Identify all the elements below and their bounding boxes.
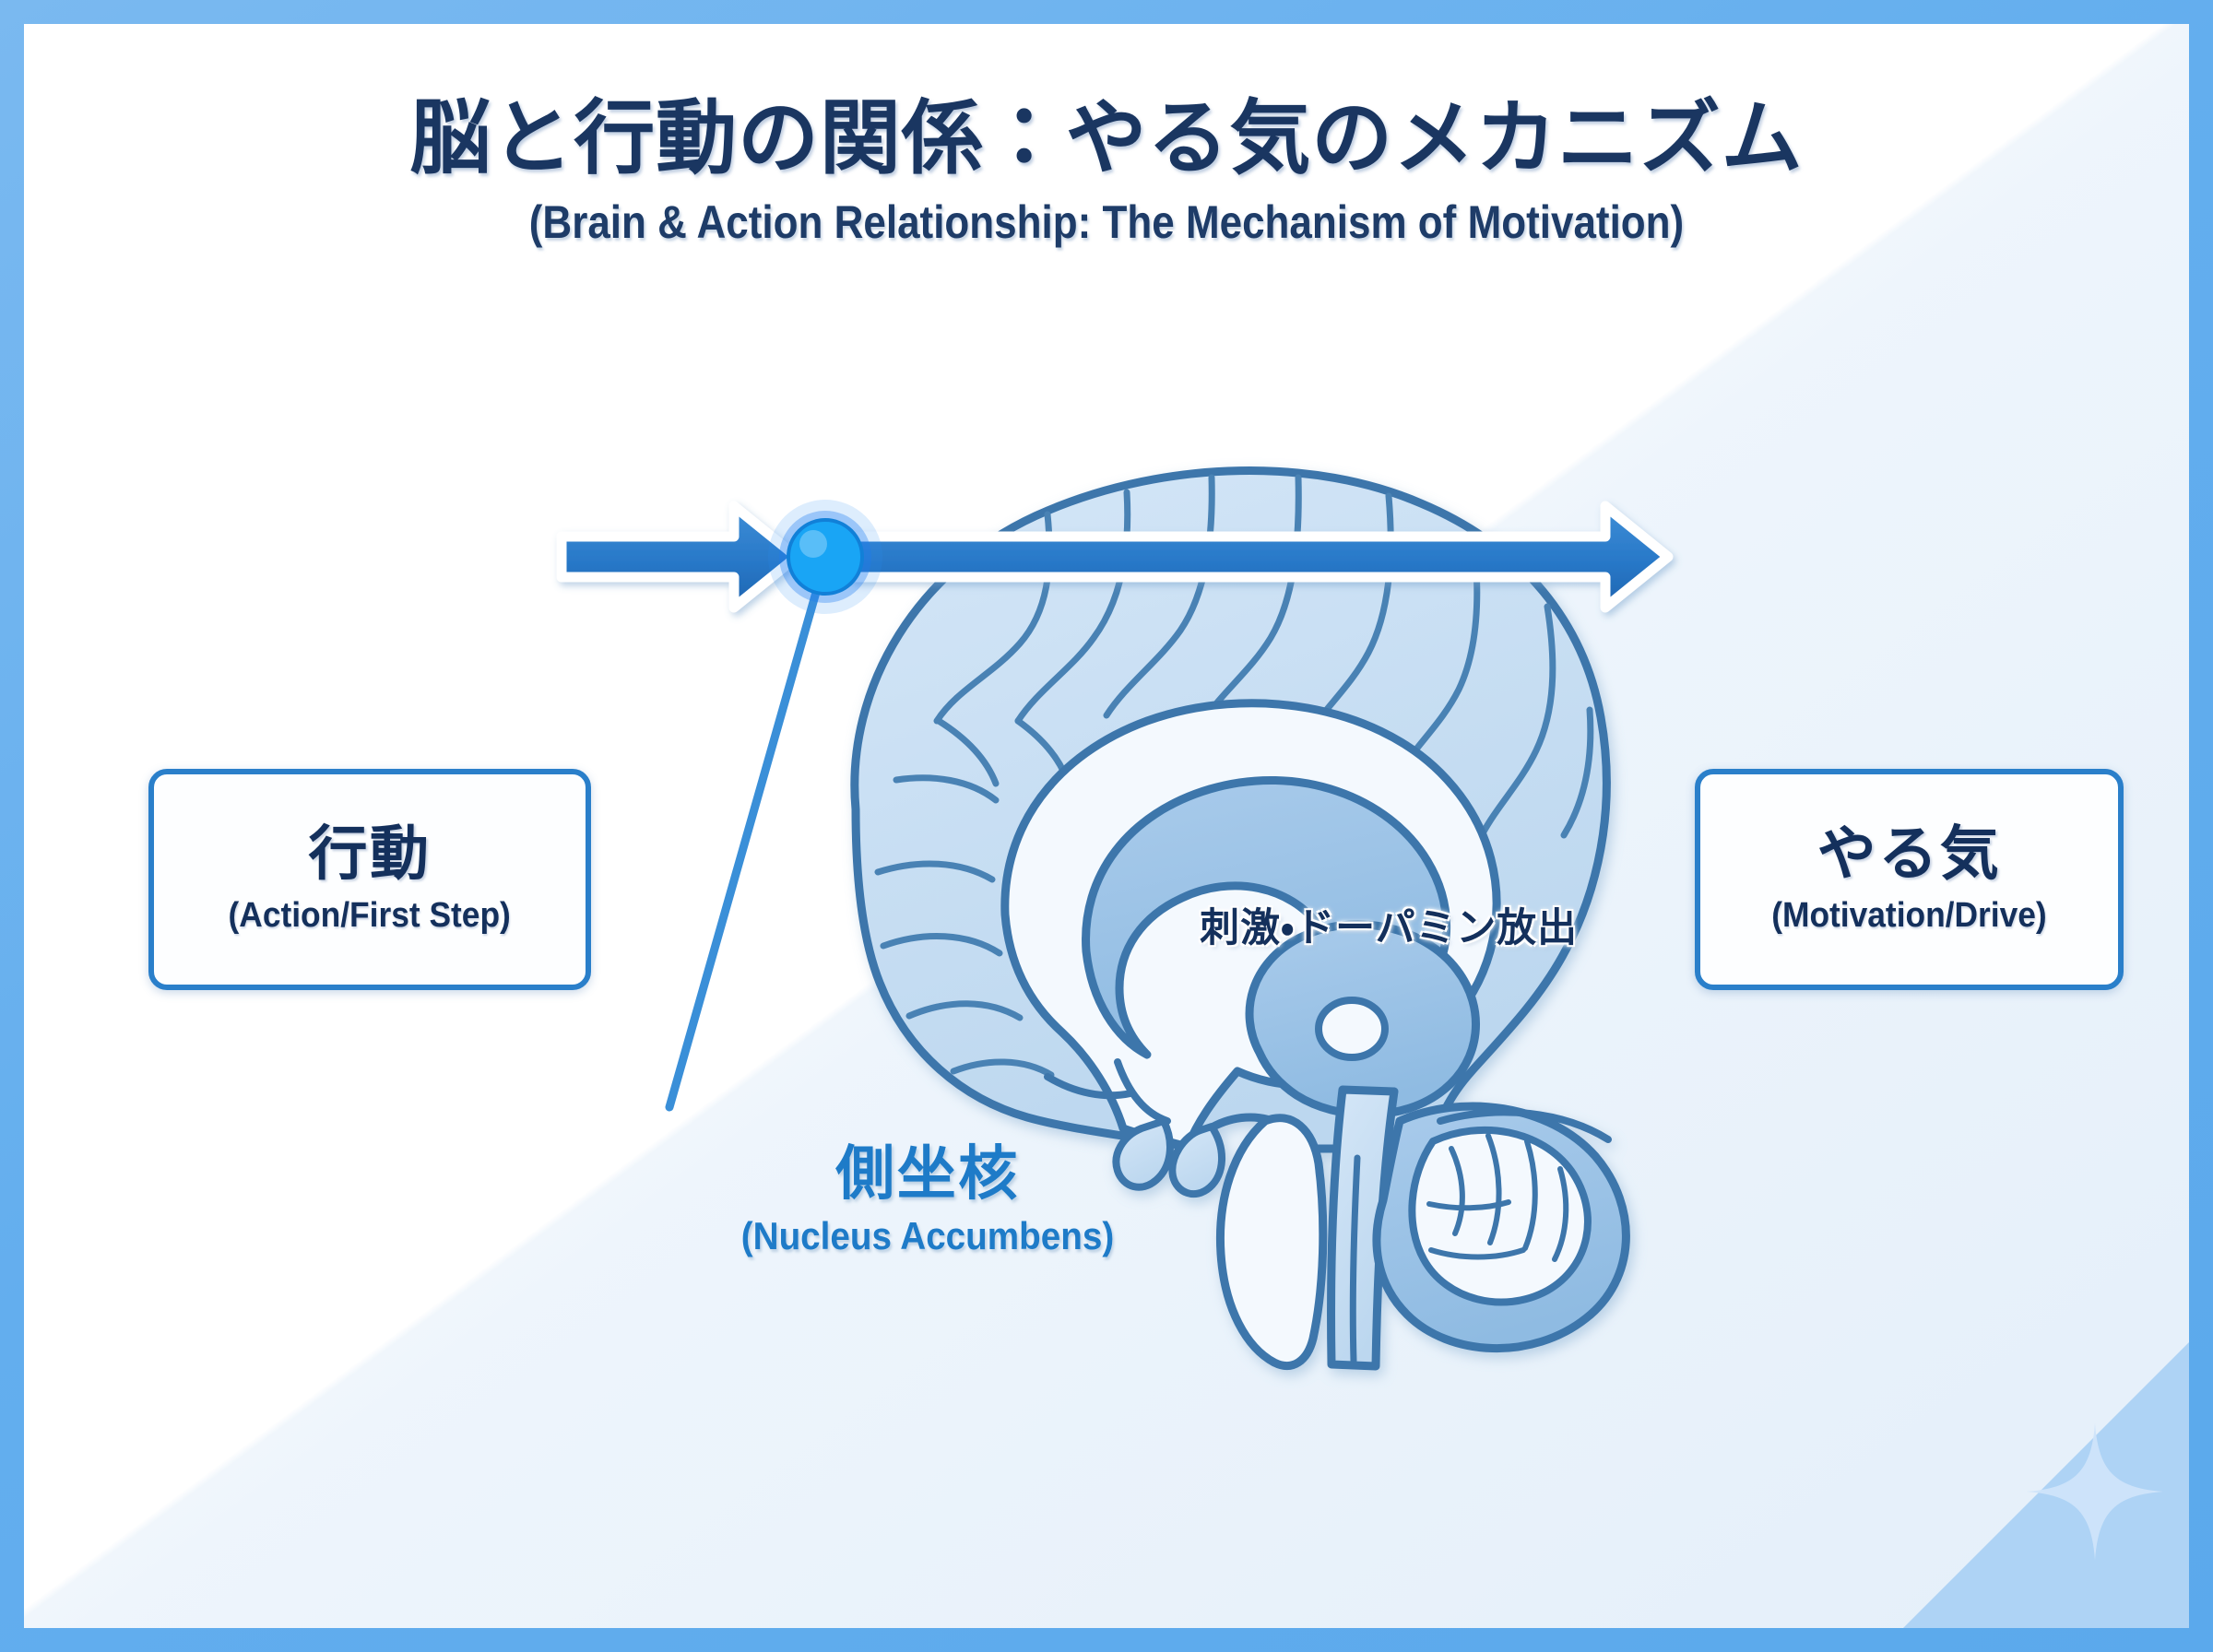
action-label-jp: 行動 bbox=[308, 820, 432, 887]
motivation-label-en: (Motivation/Drive) bbox=[1771, 895, 2047, 935]
corner-diagonal-band bbox=[1903, 1342, 2189, 1628]
cerebellum-folia bbox=[1426, 1133, 1569, 1262]
brain-body bbox=[850, 466, 1630, 1371]
brain-illustration bbox=[850, 466, 1630, 1371]
motivation-concept-box[interactable]: やる気 (Motivation/Drive) bbox=[1695, 769, 2124, 990]
action-label-en: (Action/First Step) bbox=[228, 895, 512, 935]
dopamine-release-label: 刺激・ドーパミン放出 bbox=[1200, 906, 1578, 950]
title-block: 脳と行動の関係：やる気のメカニズム (Brain & Action Relati… bbox=[24, 92, 2189, 249]
massa-intermedia bbox=[1315, 997, 1389, 1061]
na-label-jp: 側坐核 bbox=[835, 1140, 1020, 1207]
slide-canvas: 脳と行動の関係：やる気のメカニズム (Brain & Action Relati… bbox=[24, 24, 2189, 1628]
spinal-midline bbox=[1349, 1154, 1361, 1364]
page-title: 脳と行動の関係：やる気のメカニズム bbox=[409, 92, 1804, 183]
brainstem-pons bbox=[1215, 1114, 1328, 1371]
sparkle-four-point-icon bbox=[2027, 1423, 2163, 1560]
tentorium-line bbox=[1437, 1108, 1612, 1143]
nucleus-accumbens-callout: 側坐核 (Nucleus Accumbens) bbox=[669, 1144, 1186, 1258]
action-concept-box[interactable]: 行動 (Action/First Step) bbox=[148, 769, 591, 990]
medulla-spinal-cord bbox=[1327, 1085, 1399, 1371]
page-subtitle: (Brain & Action Relationship: The Mechan… bbox=[528, 196, 1685, 249]
corner-decoration bbox=[1903, 1342, 2189, 1628]
motivation-label-jp: やる気 bbox=[1817, 820, 2002, 887]
na-label-en: (Nucleus Accumbens) bbox=[740, 1214, 1115, 1257]
hypothalamus-group bbox=[1112, 1117, 1226, 1198]
